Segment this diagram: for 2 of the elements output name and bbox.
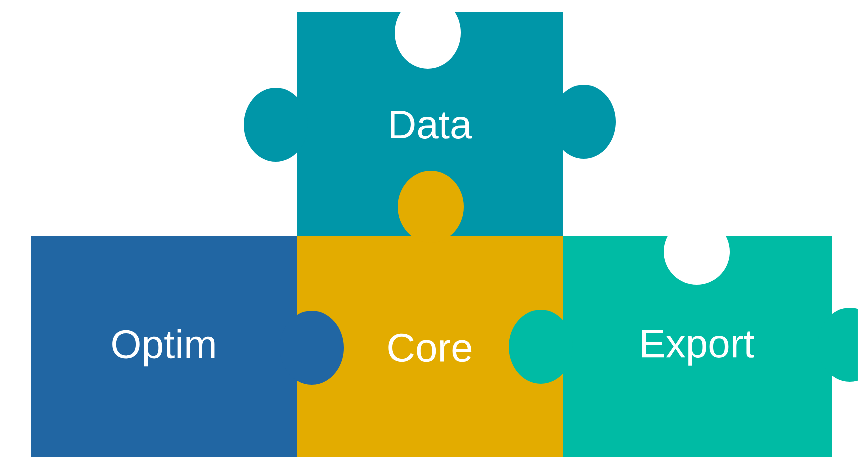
puzzle-piece: Export xyxy=(509,219,858,457)
puzzle-piece: Optim xyxy=(31,236,344,457)
